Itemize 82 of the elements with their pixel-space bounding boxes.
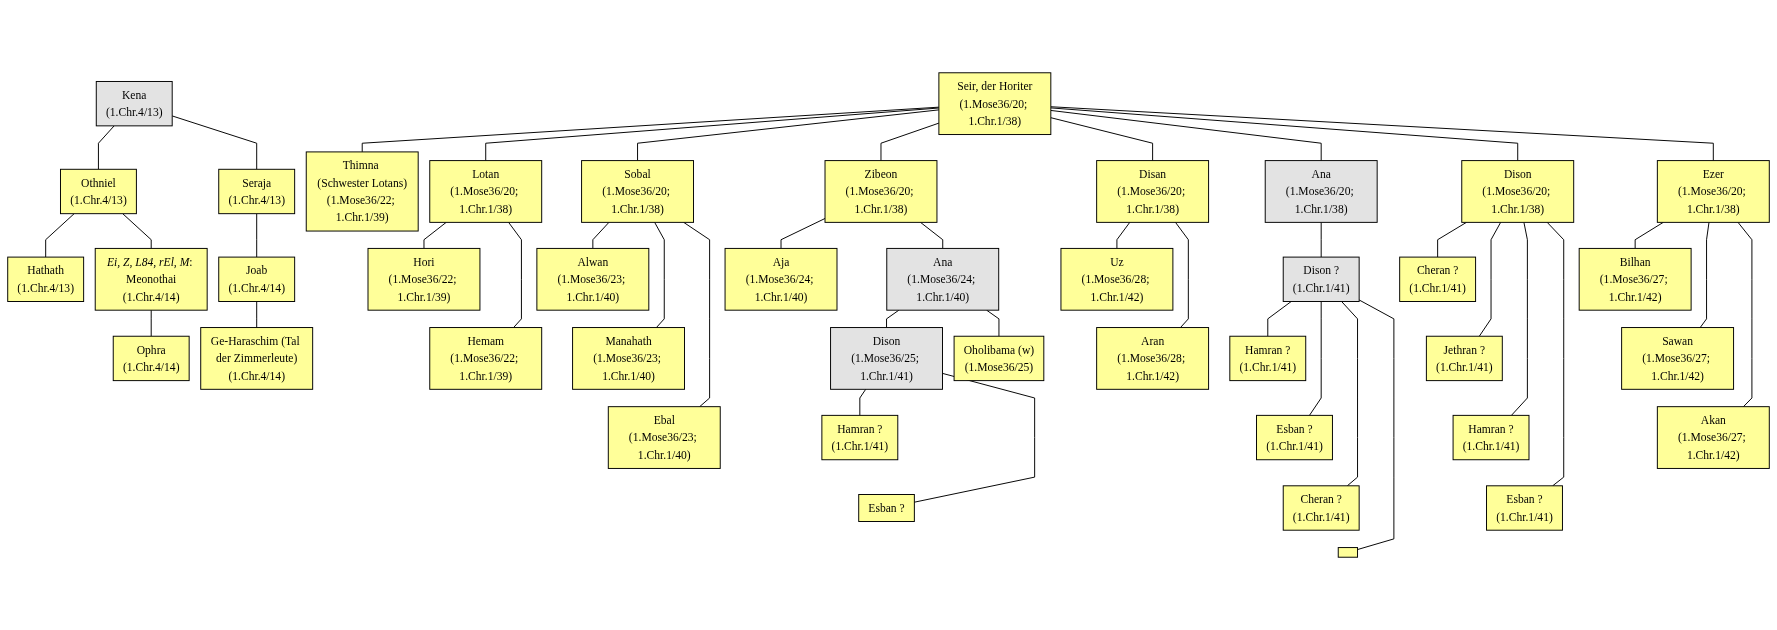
connector-line [1737, 221, 1753, 408]
connector-line [1357, 299, 1395, 551]
person-box: Jethran ? (1.Chr.1/41) [1425, 335, 1503, 382]
person-box: Seir, der Horiter (1.Mose36/20; 1.Chr.1/38) [938, 72, 1052, 136]
person-box: Ana (1.Mose36/20; 1.Chr.1/38) [1264, 160, 1378, 223]
connector-line [1116, 221, 1131, 249]
person-box: Dison (1.Mose36/25; 1.Chr.1/41) [830, 327, 943, 390]
person-box: Alwan (1.Mose36/23; 1.Chr.1/40) [536, 247, 650, 311]
person-box: Oholibama (w) (1.Mose36/25) [953, 335, 1045, 382]
person-box: Dison ? (1.Chr.1/41) [1282, 256, 1360, 302]
person-box: Manahath (1.Mose36/23; 1.Chr.1/40) [572, 327, 685, 390]
person-box: Zibeon (1.Mose36/20; 1.Chr.1/38) [824, 160, 938, 223]
person-box: Ophra (1.Chr.4/14) [112, 335, 190, 382]
connector-line [1267, 301, 1292, 337]
connector-line [920, 221, 944, 249]
person-box: Hemam (1.Mose36/22; 1.Chr.1/39) [429, 327, 543, 390]
connector-line [886, 309, 900, 329]
person-box: Hamran ? (1.Chr.1/41) [1229, 335, 1307, 382]
person-box: Dison (1.Mose36/20; 1.Chr.1/38) [1461, 160, 1575, 223]
person-box: Bilhan (1.Mose36/27; 1.Chr.1/42) [1578, 247, 1692, 311]
person-box: Sobal (1.Mose36/20; 1.Chr.1/38) [581, 160, 694, 223]
person-box: Hori (1.Mose36/22; 1.Chr.1/39) [367, 247, 481, 311]
connector-line [1634, 221, 1664, 249]
person-box: Joab (1.Chr.4/14) [218, 256, 296, 302]
person-box: Othniel (1.Chr.4/13) [60, 168, 137, 215]
person-box: Aja (1.Mose36/24; 1.Chr.1/40) [724, 247, 838, 311]
person-box: Lotan (1.Mose36/20; 1.Chr.1/38) [429, 160, 543, 223]
connector-line [1320, 221, 1322, 258]
person-box: Sawan (1.Mose36/27; 1.Chr.1/42) [1621, 327, 1735, 390]
person-box: Cheran ? (1.Chr.1/41) [1282, 485, 1360, 531]
connector-line [1175, 221, 1189, 329]
person-box: Hathath (1.Chr.4/13) [7, 256, 85, 302]
connector-line [256, 213, 258, 258]
person-box: Ana (1.Mose36/24; 1.Chr.1/40) [886, 247, 1000, 311]
connector-line [1437, 221, 1467, 258]
connector-line [1546, 221, 1565, 487]
connector-line [880, 122, 940, 162]
connector-line [1050, 117, 1154, 162]
connector-line [256, 301, 258, 329]
connector-line [150, 309, 152, 337]
connector-line [592, 221, 610, 249]
person-box: Esban ? (1.Chr.1/41) [1486, 485, 1563, 531]
connector-line [1050, 106, 1714, 162]
person-box: Akan (1.Mose36/27; 1.Chr.1/42) [1656, 406, 1770, 469]
connector-line [1478, 221, 1502, 337]
connector-line [637, 109, 940, 162]
person-box [1337, 547, 1358, 558]
connector-line [97, 125, 115, 170]
person-box: Hamran ? (1.Chr.1/41) [821, 414, 899, 461]
connector-line [485, 107, 940, 162]
person-box: Seraja (1.Chr.4/13) [218, 168, 296, 215]
person-box: Uz (1.Mose36/28; 1.Chr.1/42) [1060, 247, 1174, 311]
connector-line [171, 115, 258, 170]
person-box: Ezer (1.Mose36/20; 1.Chr.1/38) [1656, 160, 1770, 223]
connector-line [859, 388, 867, 416]
person-box: Esban ? (1.Chr.1/41) [1256, 414, 1333, 461]
connector-line [913, 372, 1036, 503]
connector-line [1050, 109, 1322, 162]
person-box: Ei, Z, L84, rEl, M: Meonothai (1.Chr.4/14) [94, 247, 208, 311]
person-box: Disan (1.Mose36/20; 1.Chr.1/38) [1096, 160, 1210, 223]
person-box: Cheran ? (1.Chr.1/41) [1399, 256, 1477, 302]
person-box: Ge-Haraschim (Tal der Zimmerleute) (1.Chr.4/14) [200, 327, 314, 390]
connector-line [780, 218, 826, 249]
connector-line [654, 221, 665, 329]
person-box: Thimna (Schwester Lotans) (1.Mose36/22; 1.Chr.1/39) [305, 151, 419, 232]
person-box: Aran (1.Mose36/28; 1.Chr.1/42) [1096, 327, 1210, 390]
connector-line [423, 221, 447, 249]
connector-line [361, 106, 940, 153]
person-box: Kena (1.Chr.4/13) [95, 81, 173, 127]
connector-line [1699, 221, 1710, 329]
connector-line [1308, 301, 1322, 416]
connector-line [1510, 221, 1528, 416]
connector-line [45, 213, 75, 258]
person-box: Ebal (1.Mose36/23; 1.Chr.1/40) [607, 406, 721, 469]
connector-line [683, 221, 711, 408]
person-box: Esban ? [858, 494, 915, 522]
person-box: Hamran ? (1.Chr.1/41) [1452, 414, 1530, 461]
connector-line [1341, 301, 1358, 487]
connector-line [1050, 107, 1519, 162]
connector-line [508, 221, 522, 329]
connector-line [986, 309, 1000, 337]
connector-line [122, 213, 152, 249]
